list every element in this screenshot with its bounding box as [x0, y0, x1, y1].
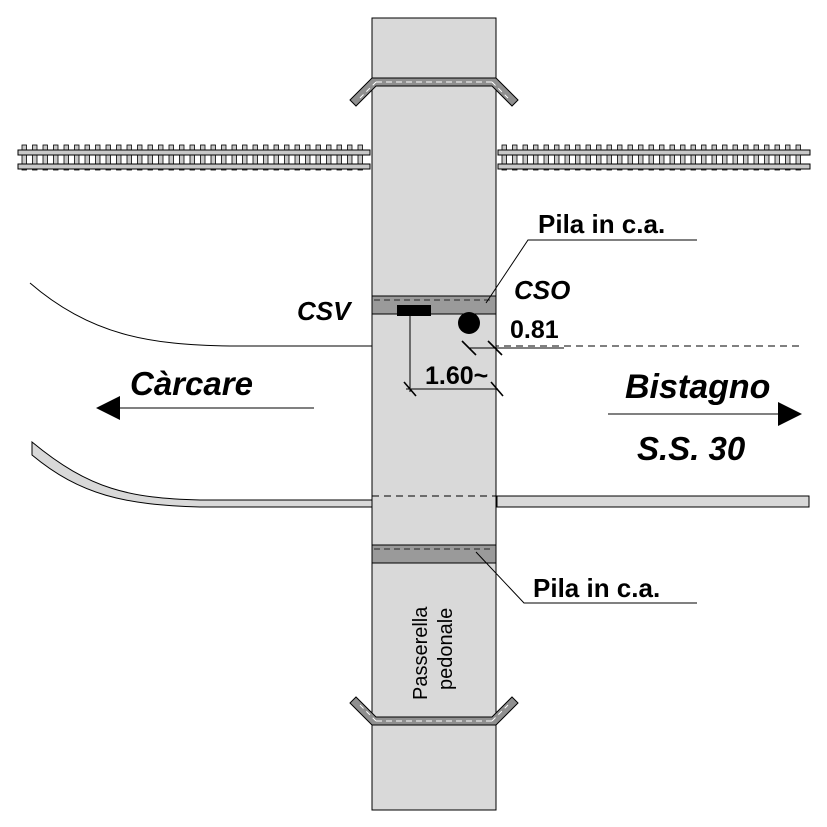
rail-sleeper [795, 144, 801, 171]
rail-sleeper [606, 144, 612, 171]
rail-sleeper [326, 144, 332, 171]
cso-marker [458, 312, 480, 334]
rail-sleeper [221, 144, 227, 171]
road-name-label: S.S. 30 [637, 430, 746, 467]
direction-left-label: Càrcare [130, 365, 253, 402]
rail [17, 163, 371, 170]
rail-sleeper [126, 144, 132, 171]
rail-sleeper [533, 144, 539, 171]
rail-sleeper [585, 144, 591, 171]
rail-sleeper [53, 144, 59, 171]
rail-sleeper [252, 144, 258, 171]
footbridge-deck [371, 17, 497, 811]
rail-sleeper [774, 144, 780, 171]
rail-sleeper [554, 144, 560, 171]
rail-sleeper [627, 144, 633, 171]
rail-sleeper [116, 144, 122, 171]
rail-sleeper [210, 144, 216, 171]
abutment-top [349, 77, 519, 107]
rail-sleeper [179, 144, 185, 171]
rail-sleeper [242, 144, 248, 171]
rail-sleeper [680, 144, 686, 171]
csv-label: CSV [297, 296, 353, 326]
rail-sleeper [347, 144, 353, 171]
rail-sleeper [137, 144, 143, 171]
rail-sleeper [263, 144, 269, 171]
rail [17, 149, 371, 156]
road-upper-edge [29, 282, 800, 347]
rail-sleeper [617, 144, 623, 171]
rail-sleeper [701, 144, 707, 171]
rail-sleeper [305, 144, 311, 171]
rail-sleeper [711, 144, 717, 171]
rail-sleeper [105, 144, 111, 171]
csv-marker [397, 305, 431, 316]
rail-sleeper [543, 144, 549, 171]
rail-sleeper [231, 144, 237, 171]
rail-sleeper [564, 144, 570, 171]
rail-sleeper [743, 144, 749, 171]
dimension-1-60 [403, 316, 504, 397]
dimension-0-81 [461, 340, 564, 356]
rail-sleeper [158, 144, 164, 171]
abutment-bottom [349, 696, 519, 726]
leader-pier-bottom [475, 551, 697, 604]
rail-sleeper [596, 144, 602, 171]
rail-sleeper [63, 144, 69, 171]
rail-sleeper [284, 144, 290, 171]
railway-track-right [497, 144, 811, 171]
rail-sleeper [753, 144, 759, 171]
rail-sleeper [84, 144, 90, 171]
rail-sleeper [21, 144, 27, 171]
cso-label: CSO [514, 275, 570, 305]
footbridge-label-line1: Passerella [410, 606, 432, 700]
rail-sleeper [659, 144, 665, 171]
rail-sleeper [512, 144, 518, 171]
arrow-right [608, 402, 802, 426]
rail-sleeper [32, 144, 38, 171]
rail-sleeper [74, 144, 80, 171]
dimension-0-81-label: 0.81 [510, 316, 559, 344]
rail-sleeper [575, 144, 581, 171]
rail-sleeper [42, 144, 48, 171]
rail-sleeper [168, 144, 174, 171]
rail-sleeper [638, 144, 644, 171]
rail-sleeper [147, 144, 153, 171]
pier-bottom [371, 544, 497, 564]
rail-sleeper [648, 144, 654, 171]
rail-sleeper [357, 144, 363, 171]
footbridge-label-line2: pedonale [435, 608, 457, 690]
railway-track-left [17, 144, 371, 171]
rail-sleeper [95, 144, 101, 171]
pier-top-label: Pila in c.a. [538, 209, 665, 239]
footbridge-label: Passerella pedonale [410, 606, 457, 700]
rail-sleeper [669, 144, 675, 171]
rail-sleeper [501, 144, 507, 171]
leader-pier-top [485, 239, 697, 304]
rail [497, 163, 811, 170]
rail-sleeper [732, 144, 738, 171]
rail-sleeper [785, 144, 791, 171]
arrow-left [96, 396, 314, 420]
rail-sleeper [200, 144, 206, 171]
pier-top [371, 295, 497, 315]
rail-sleeper [690, 144, 696, 171]
rail-sleeper [336, 144, 342, 171]
rail-sleeper [764, 144, 770, 171]
rail-sleeper [522, 144, 528, 171]
dimension-1-60-label: 1.60~ [425, 362, 488, 390]
rail-sleeper [315, 144, 321, 171]
pier-bottom-label: Pila in c.a. [533, 573, 660, 603]
rail-sleeper [273, 144, 279, 171]
direction-right-label: Bistagno [625, 368, 770, 406]
rail-sleeper [294, 144, 300, 171]
rail-sleeper [722, 144, 728, 171]
rail-sleeper [189, 144, 195, 171]
rail [497, 149, 811, 156]
